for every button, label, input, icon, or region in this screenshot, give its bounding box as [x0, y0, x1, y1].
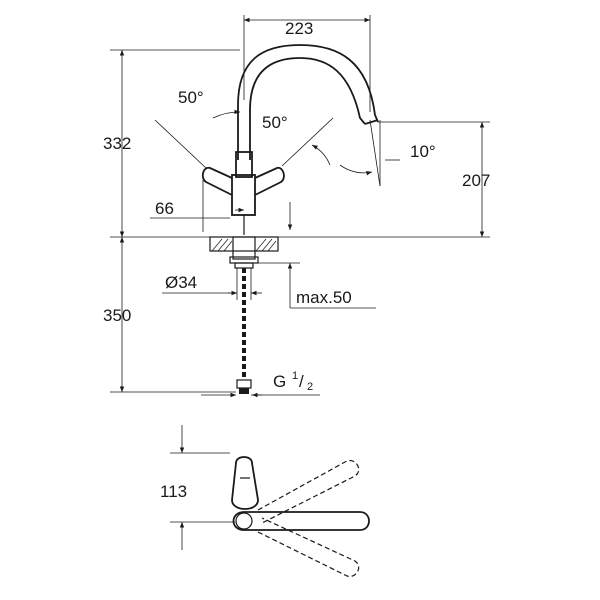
top-handle-upper: [257, 460, 360, 524]
top-spout-body: [231, 456, 259, 510]
side-view: 223 332 50° 50° 10° 207 66 Ø34: [103, 15, 490, 398]
dim-handle-clearance: 113: [160, 482, 187, 501]
dim-angle-left: 50°: [178, 88, 204, 107]
dim-hose-length: 350: [103, 306, 131, 325]
dim-spout-tilt: 10°: [410, 142, 436, 161]
dim-thread-den: 2: [307, 381, 313, 393]
handle-left: [201, 166, 233, 196]
spout-outer: [237, 44, 379, 160]
dim-total-height: 332: [103, 134, 131, 153]
dim-angle-right: 50°: [262, 113, 288, 132]
dim-thread-num: 1: [292, 370, 298, 382]
dim-max-thickness: max.50: [296, 288, 352, 307]
dim-thread-g: G: [273, 372, 286, 391]
top-view: 113: [160, 425, 370, 577]
dim-hole-diameter: Ø34: [165, 273, 197, 292]
dim-base-offset: 66: [155, 199, 174, 218]
top-handle-lower: [257, 517, 360, 577]
dim-outlet-height: 207: [462, 171, 490, 190]
faucet-body: [231, 174, 256, 216]
spout-inner: [249, 57, 366, 160]
thread-slash: /: [299, 372, 304, 391]
top-handle-center: [232, 511, 370, 531]
dim-spout-reach: 223: [285, 19, 313, 38]
handle-right: [254, 166, 285, 196]
mounting-block: [209, 236, 279, 269]
